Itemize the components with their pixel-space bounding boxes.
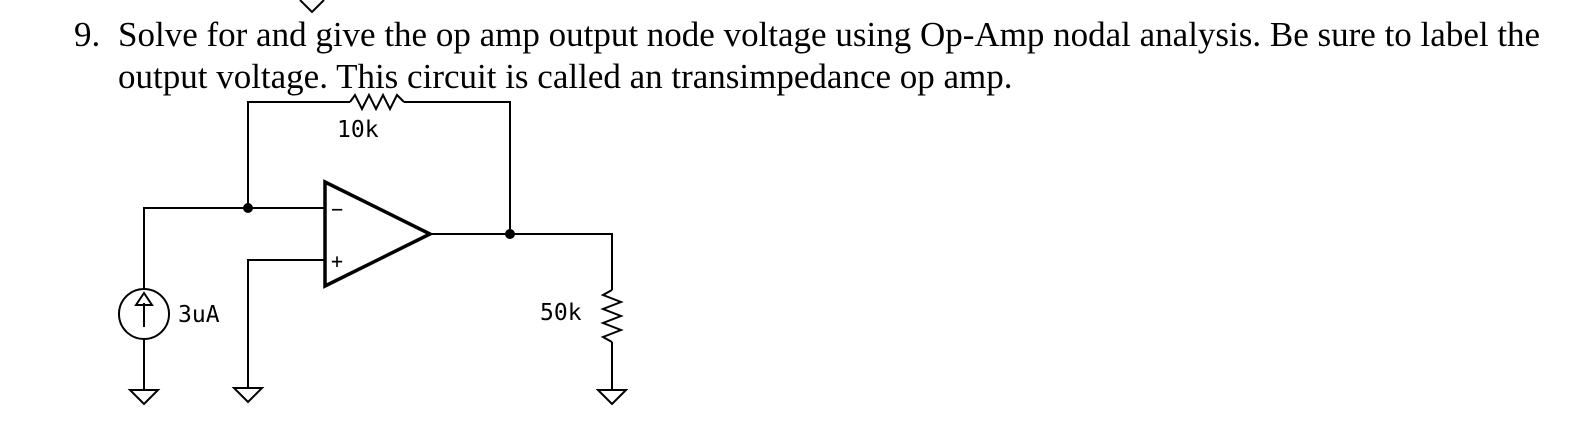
output-wire [430,233,613,290]
ground-source [127,389,161,406]
noninverting-input-wire [247,259,325,388]
problem-statement: 9. Solve for and give the op amp output … [74,14,1574,98]
opamp-plus-sign: + [331,249,343,273]
ground-noninverting [231,387,265,404]
load-resistor-50k [600,289,624,343]
ground-load [595,389,629,406]
feedback-wire-right [404,101,511,234]
junction-inverting-node [243,203,253,213]
problem-number: 9. [74,15,101,54]
label-load-resistor: 50k [540,300,582,326]
feedback-wire-left [247,101,350,208]
problem-line-1: Solve for and give the op amp output nod… [118,15,1541,54]
junction-output-node [505,229,515,239]
inverting-input-wire [143,207,325,288]
label-current-source: 3uA [178,302,220,328]
feedback-resistor-10k [349,92,405,112]
opamp-triangle [323,179,434,289]
label-feedback-resistor: 10k [337,117,379,143]
current-arrow-icon [134,291,154,327]
top-ground-partial [299,0,325,14]
opamp-minus-sign: − [331,197,343,221]
problem-line-2: output voltage. This circuit is called a… [118,57,1013,96]
